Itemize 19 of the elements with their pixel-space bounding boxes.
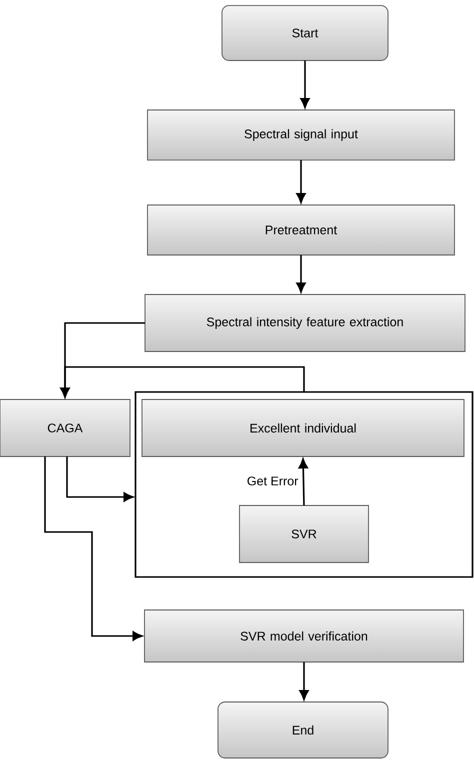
group-frame — [134, 391, 474, 578]
terminal-box: End — [218, 702, 388, 758]
arrow — [60, 366, 305, 398]
process-box: Excellent individual — [142, 399, 464, 457]
process-box: Spectral intensity feature extraction — [144, 294, 466, 352]
process-box: SVR — [239, 505, 369, 563]
arrow — [296, 160, 306, 204]
arrow — [300, 60, 310, 108]
process-box: CAGA — [0, 399, 130, 457]
arrow — [299, 662, 309, 700]
process-box: SVR model verification — [144, 610, 464, 662]
arrow — [44, 456, 143, 641]
arrow — [66, 456, 134, 502]
process-box: Pretreatment — [147, 204, 455, 256]
arrow — [298, 458, 308, 506]
terminal-box: Start — [222, 5, 388, 61]
edge-label: Get Error — [246, 476, 300, 486]
arrow — [296, 255, 306, 293]
process-box: Spectral signal input — [147, 110, 455, 160]
